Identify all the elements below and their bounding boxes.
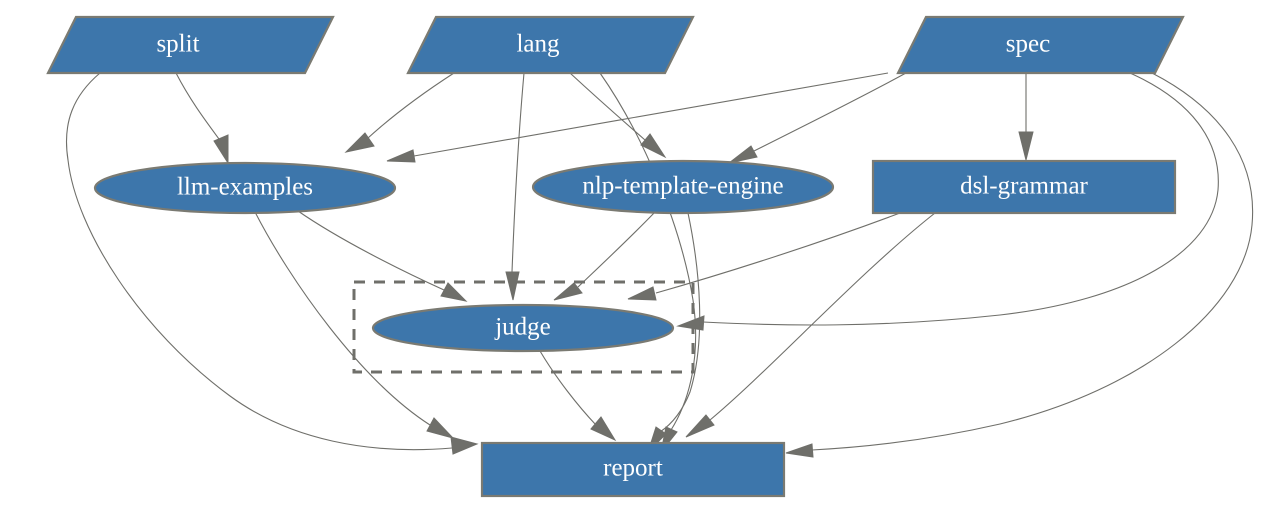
- node-lang[interactable]: lang: [406, 15, 695, 75]
- node-split-label: split: [156, 31, 199, 58]
- judge-cluster-box: [352, 280, 695, 374]
- edge-spec-to-nlp-template-engine[interactable]: [728, 72, 907, 164]
- node-spec-label: spec: [1006, 31, 1050, 58]
- edge-lang-to-llm-examples[interactable]: [344, 72, 455, 153]
- edge-llm-examples-to-judge[interactable]: [297, 210, 468, 302]
- node-dsl-grammar-label: dsl-grammar: [960, 173, 1088, 200]
- node-judge[interactable]: judge: [371, 303, 675, 353]
- node-dsl-grammar[interactable]: dsl-grammar: [871, 159, 1177, 215]
- node-lang-label: lang: [516, 31, 560, 58]
- node-split[interactable]: split: [46, 15, 335, 75]
- node-spec[interactable]: spec: [896, 15, 1185, 75]
- node-llm-examples-label: llm-examples: [177, 174, 313, 201]
- node-report[interactable]: report: [480, 441, 786, 498]
- edge-llm-examples-to-report[interactable]: [254, 211, 455, 439]
- node-report-label: report: [603, 455, 663, 482]
- edge-spec-to-report[interactable]: [785, 72, 1254, 458]
- edge-lang-to-report[interactable]: [599, 72, 697, 453]
- node-judge-label: judge: [494, 314, 551, 341]
- node-nlp-template-engine[interactable]: nlp-template-engine: [531, 159, 835, 215]
- edge-spec-to-judge[interactable]: [676, 72, 1219, 331]
- edge-spec-to-dsl-grammar[interactable]: [1018, 73, 1034, 161]
- edge-lang-to-nlp-template-engine[interactable]: [569, 72, 667, 159]
- node-layer: split lang spec llm-examples nlp-templat…: [46, 15, 1185, 498]
- edge-judge-to-report[interactable]: [539, 350, 617, 442]
- edge-layer: [65, 72, 1254, 458]
- edge-split-to-report[interactable]: [65, 72, 479, 455]
- edge-dsl-grammar-to-judge[interactable]: [627, 212, 901, 301]
- node-llm-examples[interactable]: llm-examples: [93, 161, 397, 215]
- edge-spec-to-llm-examples[interactable]: [386, 72, 889, 163]
- edge-split-to-llm-examples[interactable]: [175, 72, 229, 165]
- edge-dsl-grammar-to-report[interactable]: [685, 212, 936, 438]
- edge-nlp-template-engine-to-judge[interactable]: [553, 211, 656, 301]
- edge-lang-to-judge[interactable]: [505, 72, 525, 301]
- node-nlp-template-engine-label: nlp-template-engine: [582, 173, 783, 200]
